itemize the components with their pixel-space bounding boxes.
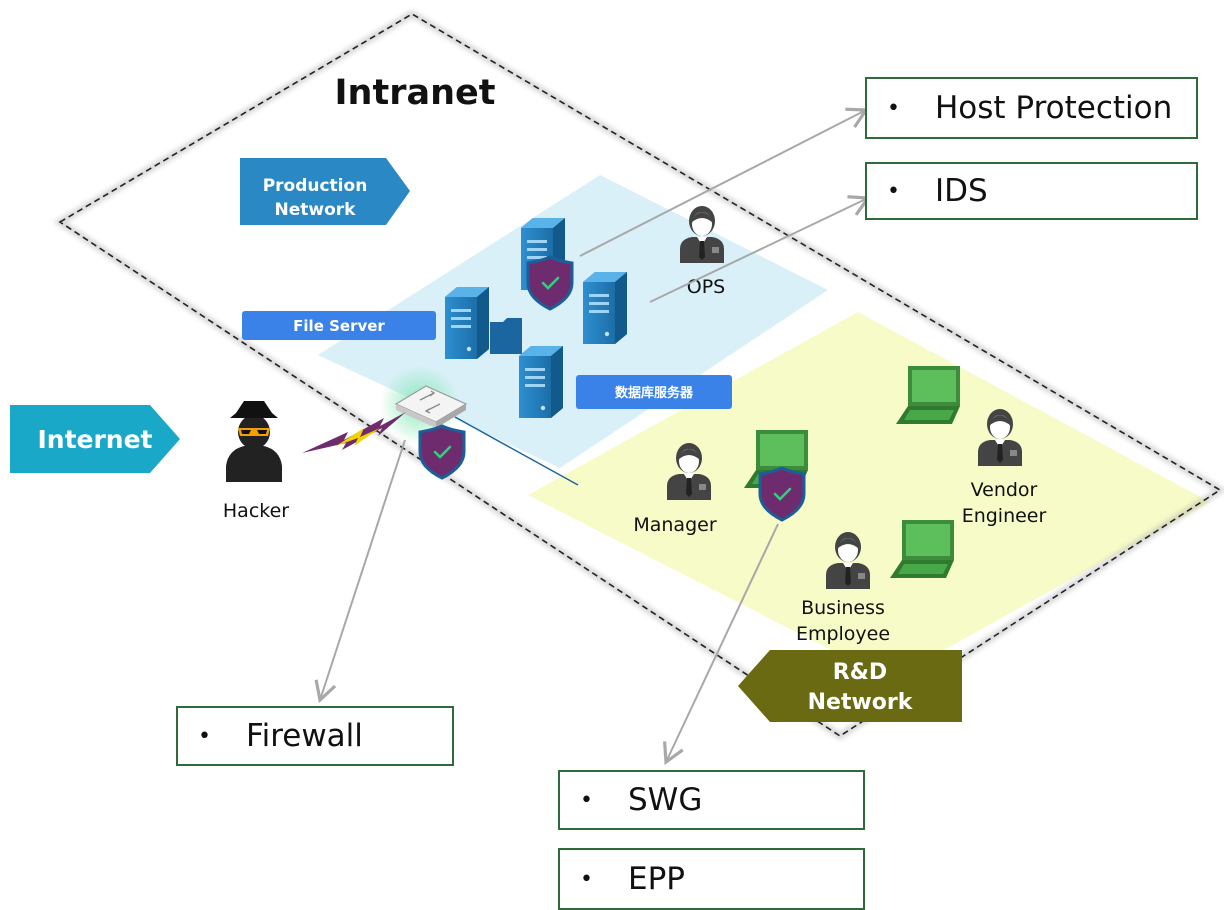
callout-bullet: • — [198, 723, 211, 749]
vendor-label: Vendor — [971, 479, 1038, 501]
internet-tag — [10, 405, 180, 473]
callout-bullet: • — [580, 787, 593, 813]
hacker-label: Hacker — [223, 500, 289, 522]
hacker-icon — [226, 401, 282, 482]
host-protection-label: Host Protection — [935, 90, 1173, 126]
production-network-label-2: Network — [275, 200, 357, 220]
production-network-label: Production — [263, 176, 368, 196]
file-server-tag — [242, 311, 436, 340]
callout-bullet: • — [887, 178, 900, 204]
production-network-tag — [240, 158, 410, 225]
db-server-tag — [576, 375, 732, 409]
host-protection-arrow — [579, 107, 869, 257]
folder-icon — [490, 318, 522, 354]
ids-arrow — [649, 195, 871, 303]
firewall-label: Firewall — [246, 718, 363, 754]
vendor-label-2: Engineer — [962, 505, 1047, 527]
db-server-icon — [519, 346, 563, 418]
firewall-arrow — [314, 439, 406, 704]
internet-label: Internet — [37, 425, 152, 454]
firewall-device-icon — [394, 385, 468, 428]
epp-label: EPP — [628, 861, 685, 897]
ids-callout: • IDS — [865, 162, 1198, 220]
file-server-icon — [445, 287, 489, 359]
attack-bolt-icon — [302, 412, 406, 453]
swg-callout: • SWG — [558, 770, 865, 830]
host-protection-callout: • Host Protection — [865, 77, 1198, 139]
business-label-2: Employee — [796, 623, 890, 645]
epp-callout: • EPP — [558, 848, 865, 910]
file-server-label: File Server — [293, 317, 385, 335]
ids-label: IDS — [935, 173, 988, 209]
ids-server-icon — [583, 272, 627, 344]
firewall-link — [454, 416, 579, 486]
firewall-callout: • Firewall — [176, 706, 454, 766]
firewall-shield-icon — [418, 424, 466, 480]
manager-label: Manager — [633, 514, 716, 536]
rnd-network-label: R&D — [833, 660, 887, 685]
rnd-network-tag — [738, 650, 962, 722]
callout-bullet: • — [887, 95, 900, 121]
rnd-network-label-2: Network — [808, 690, 914, 715]
ops-label: OPS — [687, 276, 725, 298]
db-server-label: 数据库服务器 — [615, 385, 694, 401]
business-label: Business — [801, 597, 885, 619]
callout-bullet: • — [580, 866, 593, 892]
swg-arrow — [663, 523, 779, 765]
intranet-title: Intranet — [335, 73, 496, 113]
swg-label: SWG — [628, 782, 703, 818]
